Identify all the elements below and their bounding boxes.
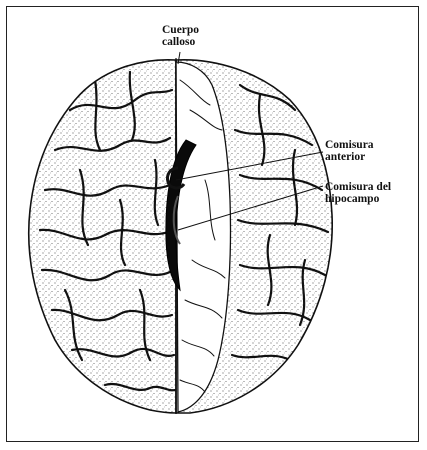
label-corpus-callosum-line1: Cuerpo (162, 24, 200, 36)
leader-cuerpo (177, 51, 181, 65)
label-anterior-commissure: Comisura anterior (325, 139, 374, 163)
label-hippocampal-commissure-line2: hipocampo (325, 193, 380, 205)
label-corpus-callosum-line2: calloso (162, 36, 196, 48)
left-hemisphere (27, 59, 177, 414)
label-hippocampal-commissure-line1: Comisura del (325, 181, 392, 193)
right-hemisphere (175, 59, 334, 414)
label-corpus-callosum: Cuerpo calloso (162, 24, 199, 48)
hippocampal-commissure-shape (172, 195, 181, 245)
label-anterior-commissure-line2: anterior (325, 151, 366, 163)
label-hippocampal-commissure: Comisura del hipocampo (325, 181, 391, 205)
corpus-callosum-shape (165, 139, 197, 292)
leader-hipocampo (177, 185, 324, 231)
leader-anterior (175, 151, 324, 181)
anterior-commissure-shape (166, 166, 186, 190)
label-anterior-commissure-line1: Comisura (325, 139, 374, 151)
